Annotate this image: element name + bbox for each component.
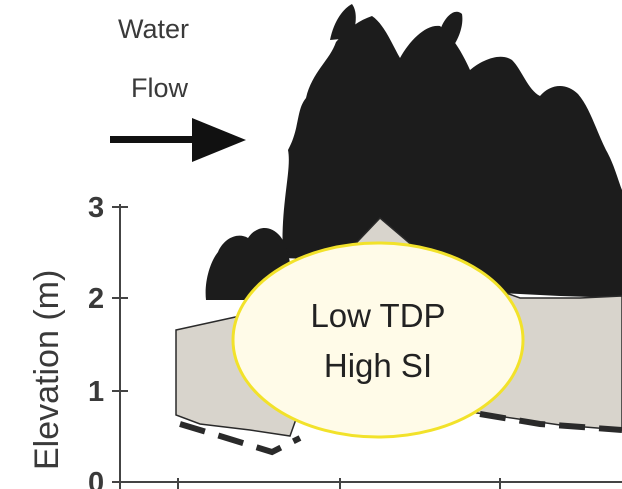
- y-tick-label-1: 1: [88, 376, 104, 408]
- water-flow-annotation: Water Flow: [110, 14, 246, 162]
- dashed-boundary-line: [179, 411, 622, 456]
- callout-line1: Low TDP: [310, 297, 445, 334]
- x-axis: [120, 478, 622, 489]
- y-tick-label-0: 0: [88, 467, 104, 489]
- y-axis-label: Elevation (m): [28, 270, 66, 470]
- water-flow-label-line2: Flow: [131, 73, 189, 103]
- water-flow-label-line1: Water: [118, 14, 189, 44]
- y-axis: [112, 204, 128, 489]
- arrow-right-icon: [110, 118, 246, 162]
- y-tick-label-2: 2: [88, 283, 104, 315]
- y-tick-label-3: 3: [88, 192, 104, 224]
- callout-bubble: Low TDP High SI: [231, 241, 525, 439]
- callout-line2: High SI: [324, 347, 432, 384]
